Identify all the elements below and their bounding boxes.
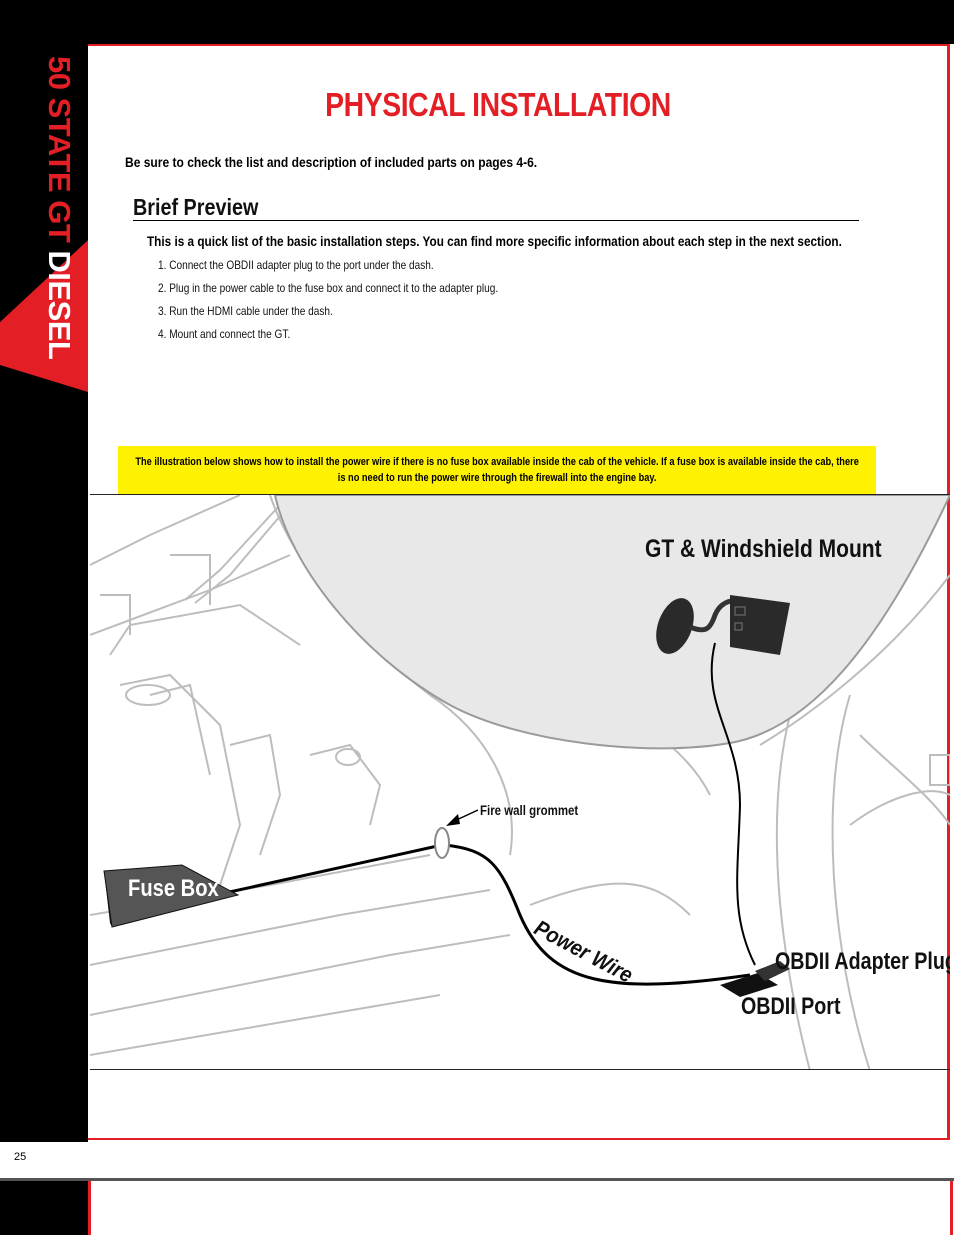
label-obd-adapter: OBDII Adapter Plug [775,948,950,975]
fuse-box-shape [103,864,240,928]
label-obd-port: OBDII Port [741,993,841,1020]
illustration-caption-box: The illustration below shows how to inst… [118,446,876,494]
label-gt-mount: GT & Windshield Mount [645,535,882,563]
sidebar-title-red: 50 STATE GT [42,56,77,243]
red-wedge-decoration [0,0,88,392]
page-title: PHYSICAL INSTALLATION [325,86,671,123]
steps-list: 1. Connect the OBDII adapter plug to the… [158,258,563,350]
page-number: 25 [14,1151,27,1163]
obd-adapter-shape [755,961,790,981]
parts-note: Be sure to check the list and descriptio… [125,154,538,170]
caption-line-1: The illustration below shows how to inst… [135,456,859,468]
bottom-red-rule-left [88,1181,91,1235]
step-item: 3. Run the HDMI cable under the dash. [158,304,333,318]
label-firewall-grommet: Fire wall grommet [480,802,579,818]
gt-device-illustration [656,595,790,655]
bottom-strip [0,1178,954,1235]
sidebar-product-title: 50 STATE GT DIESEL [42,56,77,360]
label-fuse-box: Fuse Box [128,875,219,902]
engine-bay-drawing [90,495,950,1069]
installation-illustration: GT & Windshield Mount OBDII Adapter Plug… [90,494,950,1070]
top-black-bar [0,0,954,44]
bottom-divider [0,1178,954,1181]
brief-preview-heading: Brief Preview [133,194,259,220]
step-item: 1. Connect the OBDII adapter plug to the… [158,258,434,272]
bottom-left-black [0,1181,88,1235]
bottom-red-rule-right [950,1181,953,1235]
caption-line-2: is no need to run the power wire through… [337,472,657,484]
heading-rule [133,220,859,221]
brief-preview-intro: This is a quick list of the basic instal… [147,233,842,249]
page-frame [88,44,950,1140]
step-item: 2. Plug in the power cable to the fuse b… [158,281,499,295]
sidebar-title-white: DIESEL [42,250,77,360]
step-item: 4. Mount and connect the GT. [158,327,291,341]
